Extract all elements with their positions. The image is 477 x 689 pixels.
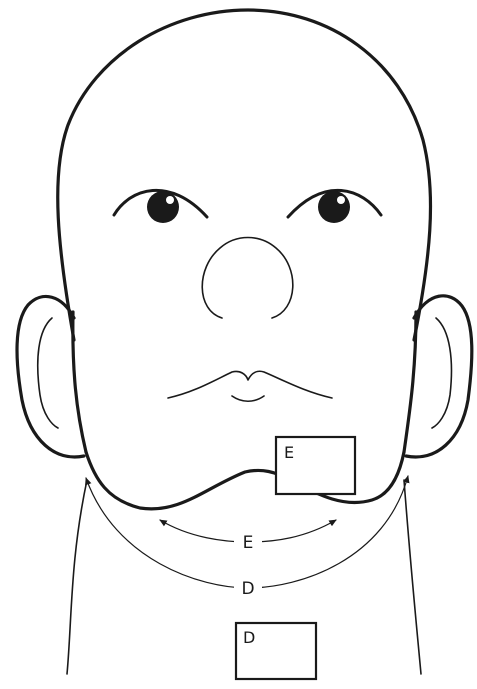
nose: [201, 236, 294, 319]
neck-box-d: D: [234, 621, 318, 681]
right-cheek-line: [402, 310, 418, 454]
left-ear: [15, 294, 86, 459]
neck-left-line: [66, 479, 88, 675]
neck-box-d-label: D: [243, 628, 255, 647]
left-eyebrow: [112, 189, 209, 219]
left-ear-inner: [36, 317, 59, 429]
neck-right-line: [403, 479, 422, 675]
right-ear: [404, 294, 474, 459]
arc-d-label-gap: [234, 575, 262, 599]
arc-e-label-gap: [234, 529, 262, 553]
left-cheek-line: [71, 310, 88, 454]
chin-box-e: E: [274, 435, 357, 496]
chin-box-e-label: E: [284, 443, 294, 462]
arc-e-label: E: [243, 533, 254, 553]
right-ear-inner: [431, 317, 453, 429]
mouth-lower-lip: [231, 395, 265, 403]
left-eye: [147, 191, 179, 223]
right-eyebrow: [286, 189, 383, 219]
arc-d-label: D: [241, 579, 254, 599]
mouth-upper-lip: [167, 370, 333, 399]
jaw-outline: [84, 450, 406, 511]
head-outline: [56, 8, 433, 342]
right-eye: [318, 191, 350, 223]
